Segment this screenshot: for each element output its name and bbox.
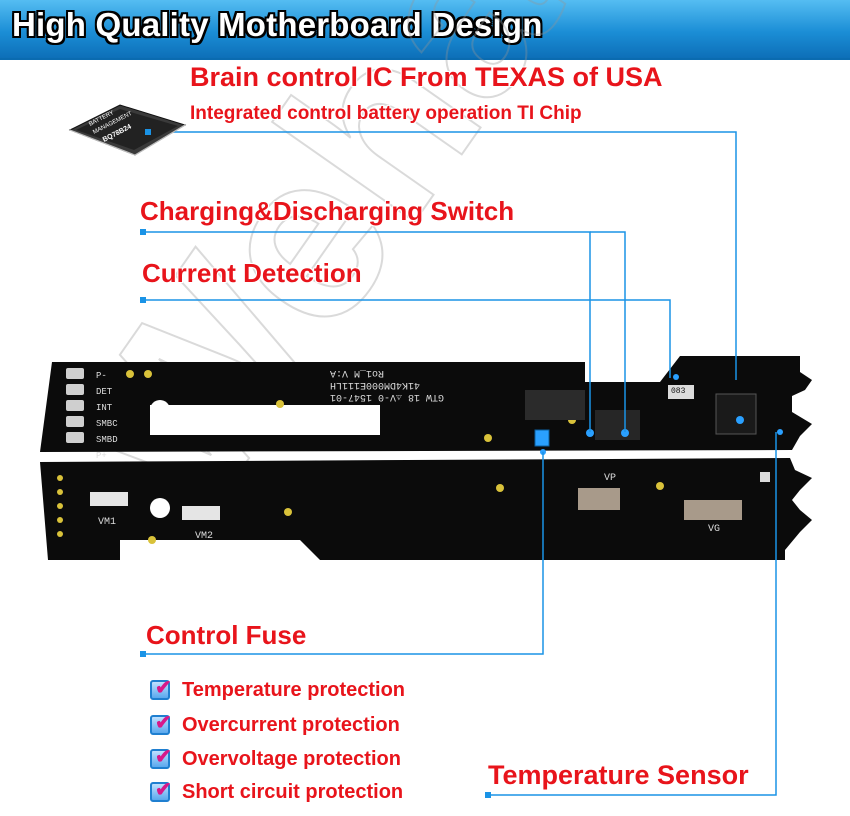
checkbox-icon: ✔: [150, 678, 172, 700]
protection-item: ✔ Temperature protection: [150, 676, 405, 704]
protection-item: ✔ Short circuit protection: [150, 778, 403, 806]
connector-labels: P- DET INT SMBC SMBD P+: [96, 368, 118, 464]
pad-label-vg: VG: [708, 524, 721, 535]
brain-control-heading: Brain control IC From TEXAS of USA: [190, 62, 663, 92]
ti-chip-illustration: BATTERY MANAGEMENT BQ78B24: [60, 100, 190, 160]
checkbox-icon: ✔: [150, 713, 172, 735]
pin-label: DET: [96, 387, 113, 397]
silkscreen-line: 41K4DM000E111LH: [330, 379, 421, 390]
banner-underline: [0, 58, 850, 60]
current-detection-heading: Current Detection: [142, 258, 362, 288]
pin-label: SMBD: [96, 435, 118, 445]
pin-label: P+: [96, 451, 107, 461]
callout-dot-fuse: [140, 651, 146, 657]
board-silkscreen: GTW 18 ⚠V-0 1547-01 41K4DM000E111LH Ro1_…: [330, 366, 444, 402]
callout-dot-switch: [140, 229, 146, 235]
banner-title: High Quality Motherboard Design: [12, 6, 543, 43]
silkscreen-line: GTW 18 ⚠V-0 1547-01: [330, 391, 445, 402]
pad-label-vp: VP: [604, 473, 617, 484]
checkbox-icon: ✔: [150, 780, 172, 802]
protection-label: Overcurrent protection: [182, 713, 400, 736]
silkscreen-line: Ro1_M V:A: [330, 367, 385, 378]
pin-label: INT: [96, 403, 113, 413]
callout-dot-chip: [145, 129, 151, 135]
callout-dot-temp: [485, 792, 491, 798]
leader-lines: [145, 131, 777, 796]
protection-item: ✔ Overvoltage protection: [150, 745, 401, 773]
callout-dot-current: [140, 297, 146, 303]
brain-control-subheading: Integrated control battery operation TI …: [190, 103, 582, 124]
switch-heading: Charging&Discharging Switch: [140, 196, 515, 226]
ic-marking: 083: [671, 387, 686, 396]
pad-label-vm2: VM2: [195, 531, 214, 542]
bottom-board: [40, 449, 812, 560]
protection-label: Temperature protection: [182, 678, 405, 701]
control-fuse-heading: Control Fuse: [146, 620, 307, 650]
top-board: [40, 356, 812, 452]
protection-label: Short circuit protection: [182, 780, 404, 803]
temperature-sensor-heading: Temperature Sensor: [488, 760, 749, 790]
pin-label: SMBC: [96, 419, 118, 429]
protection-item: ✔ Overcurrent protection: [150, 711, 400, 739]
protection-label: Overvoltage protection: [182, 747, 401, 770]
pin-label: P-: [96, 371, 107, 381]
checkbox-icon: ✔: [150, 747, 172, 769]
pad-label-vm1: VM1: [98, 517, 117, 528]
title-banner: High Quality Motherboard Design: [0, 0, 850, 58]
